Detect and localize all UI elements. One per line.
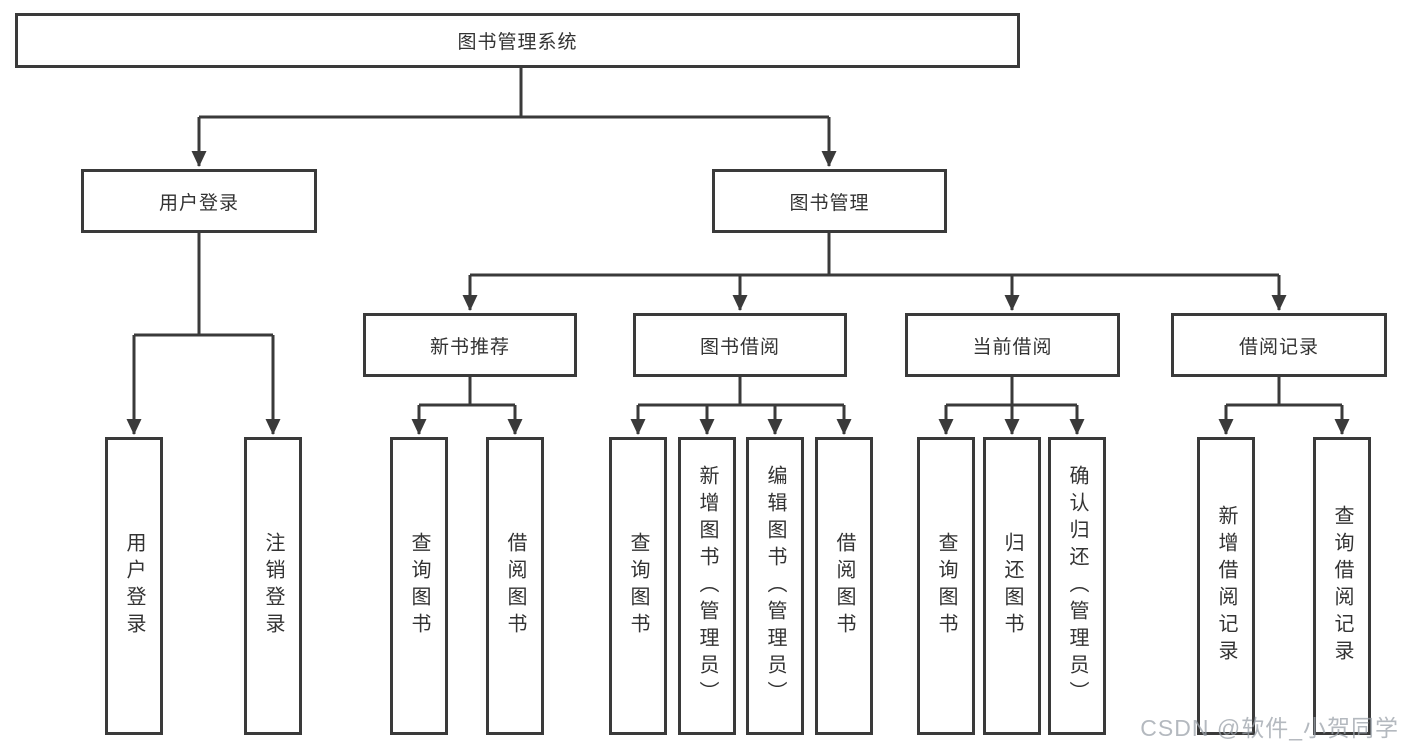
- leaf-borrow-add-books-admin: 新增图书（管理员）: [678, 437, 736, 735]
- node-label: 新增借阅记录: [1215, 505, 1237, 667]
- node-label: 借阅记录: [1238, 336, 1319, 358]
- node-label: 借阅图书: [833, 532, 855, 640]
- connector-record-branch: [1226, 377, 1342, 407]
- node-root-library-system: 图书管理系统: [15, 13, 1020, 68]
- node-borrow-records: 借阅记录: [1171, 313, 1387, 377]
- leaf-borrow-borrow-books: 借阅图书: [815, 437, 873, 735]
- node-label: 新书推荐: [429, 336, 510, 358]
- leaf-current-return-books: 归还图书: [983, 437, 1041, 735]
- leaf-recommend-query-books: 查询图书: [390, 437, 448, 735]
- connector-book-branch: [470, 233, 1279, 277]
- connector-recommend-branch: [419, 377, 515, 407]
- leaf-logout: 注销登录: [244, 437, 302, 735]
- node-label: 查询图书: [935, 532, 957, 640]
- connector-root-branch: [199, 68, 829, 119]
- node-new-book-recommend: 新书推荐: [363, 313, 577, 377]
- leaf-borrow-query-books: 查询图书: [609, 437, 667, 735]
- node-label: 新增图书（管理员）: [696, 464, 718, 708]
- leaf-borrow-edit-books-admin: 编辑图书（管理员）: [746, 437, 804, 735]
- leaf-current-query-books: 查询图书: [917, 437, 975, 735]
- node-label: 查询借阅记录: [1331, 505, 1353, 667]
- node-user-login: 用户登录: [81, 169, 317, 233]
- leaf-record-add-borrow-record: 新增借阅记录: [1197, 437, 1255, 735]
- node-book-borrow: 图书借阅: [633, 313, 847, 377]
- leaf-current-confirm-return-admin: 确认归还（管理员）: [1048, 437, 1106, 735]
- connector-borrow-branch: [638, 377, 844, 407]
- node-label: 注销登录: [262, 532, 284, 640]
- node-label: 图书管理: [789, 192, 870, 214]
- node-current-borrow: 当前借阅: [905, 313, 1120, 377]
- node-label: 编辑图书（管理员）: [764, 464, 786, 708]
- node-label: 当前借阅: [972, 336, 1053, 358]
- node-label: 查询图书: [627, 532, 649, 640]
- node-label: 归还图书: [1001, 532, 1023, 640]
- node-label: 查询图书: [408, 532, 430, 640]
- node-label: 图书借阅: [699, 336, 780, 358]
- connector-current-branch: [946, 377, 1077, 407]
- leaf-record-query-borrow-record: 查询借阅记录: [1313, 437, 1371, 735]
- node-label: 用户登录: [158, 192, 239, 214]
- node-book-management: 图书管理: [712, 169, 947, 233]
- leaf-user-login: 用户登录: [105, 437, 163, 735]
- node-label: 借阅图书: [504, 532, 526, 640]
- csdn-watermark: CSDN @软件_小贺同学: [1140, 715, 1399, 741]
- leaf-recommend-borrow-books: 借阅图书: [486, 437, 544, 735]
- node-label: 确认归还（管理员）: [1066, 464, 1088, 708]
- node-label: 用户登录: [123, 532, 145, 640]
- node-label: 图书管理系统: [457, 32, 578, 53]
- connector-user-branch: [134, 233, 273, 337]
